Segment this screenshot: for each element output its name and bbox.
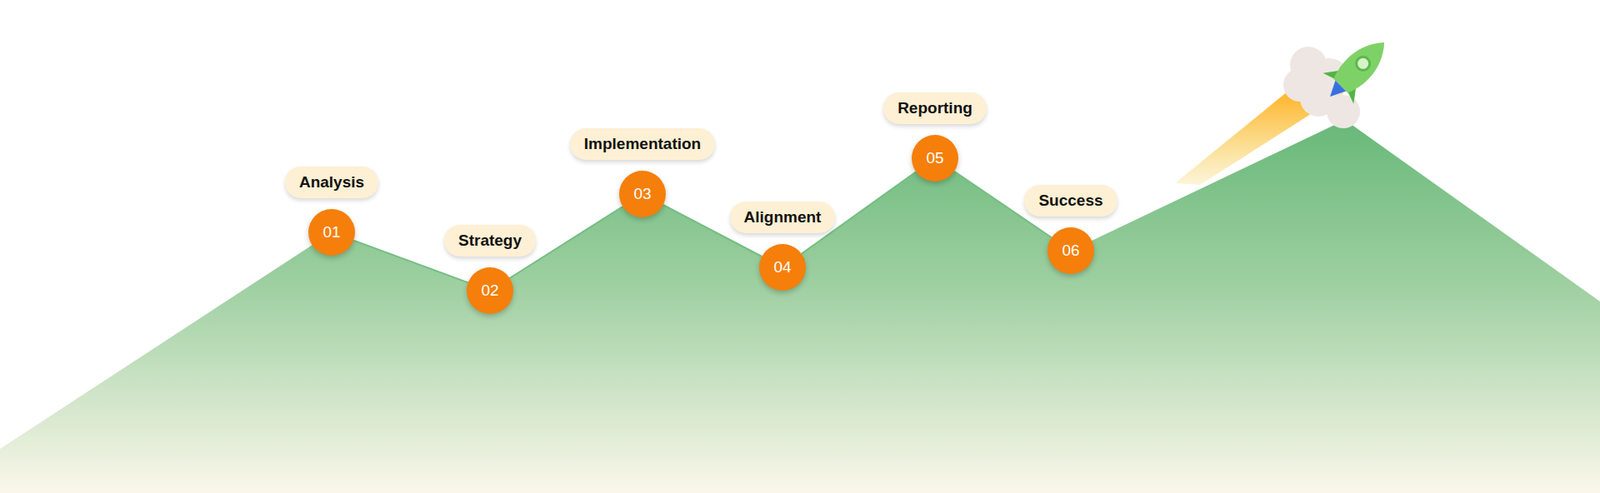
step-label: Reporting [883,92,987,125]
step-number: 01 [308,209,355,256]
milestone-node: Analysis 01 [240,166,424,256]
mountain-shape [0,120,1600,493]
milestone-node: Strategy 02 [398,225,582,315]
step-label: Success [1024,185,1117,217]
step-number: 04 [759,244,806,291]
step-label: Analysis [285,166,379,199]
milestone-node: Reporting 05 [843,92,1027,182]
milestone-node: Success 06 [979,185,1163,275]
step-label: Strategy [444,225,536,257]
step-number: 05 [911,135,959,182]
step-label: Alignment [730,201,836,234]
milestone-node: Alignment 04 [690,201,875,291]
milestone-node: Implementation 03 [550,128,735,218]
step-label: Implementation [570,128,715,160]
step-number: 03 [619,170,666,218]
step-number: 02 [466,267,514,315]
rocket-symbol [1315,27,1400,113]
step-number: 06 [1047,227,1095,275]
